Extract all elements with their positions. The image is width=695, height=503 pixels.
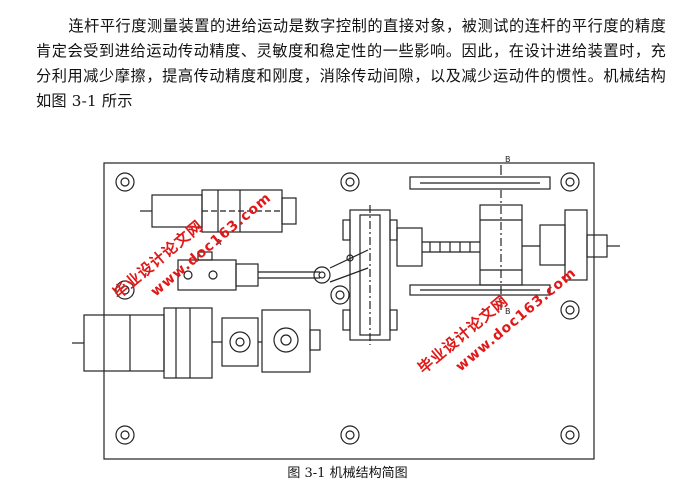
bearing-block (539, 209, 620, 281)
top-cylinder (140, 189, 297, 233)
clamp-rod (177, 251, 331, 291)
motor (72, 307, 213, 379)
base-plate (103, 162, 595, 460)
guide-rails (409, 165, 551, 310)
body-paragraph: 连杆平行度测量装置的进给运动是数字控制的直接对象，被测试的连杆的平行度的精度肯定… (36, 14, 666, 114)
slide-table (479, 190, 540, 300)
ball-screw (396, 227, 480, 267)
label-a: A (216, 238, 222, 247)
mounting-holes (115, 172, 580, 445)
watermark-lower-right: 毕业设计论文网 www.doc163.com (414, 265, 579, 378)
figure-caption: 图 3-1 机械结构简图 (287, 466, 408, 481)
body-paragraph-text: 连杆平行度测量装置的进给运动是数字控制的直接对象，被测试的连杆的平行度的精度肯定… (36, 17, 666, 110)
watermark-upper-left: 毕业设计论文网 www.doc163.com (109, 190, 274, 303)
label-b-bottom: B (505, 307, 511, 316)
vertical-guide (342, 205, 398, 345)
lever-arm (329, 249, 369, 283)
label-b-top: B (505, 155, 511, 164)
gearbox (212, 309, 321, 373)
mechanical-structure-drawing: A B B 毕业设计论文网 www.doc163.com 毕业设计论文网 www… (72, 155, 620, 460)
